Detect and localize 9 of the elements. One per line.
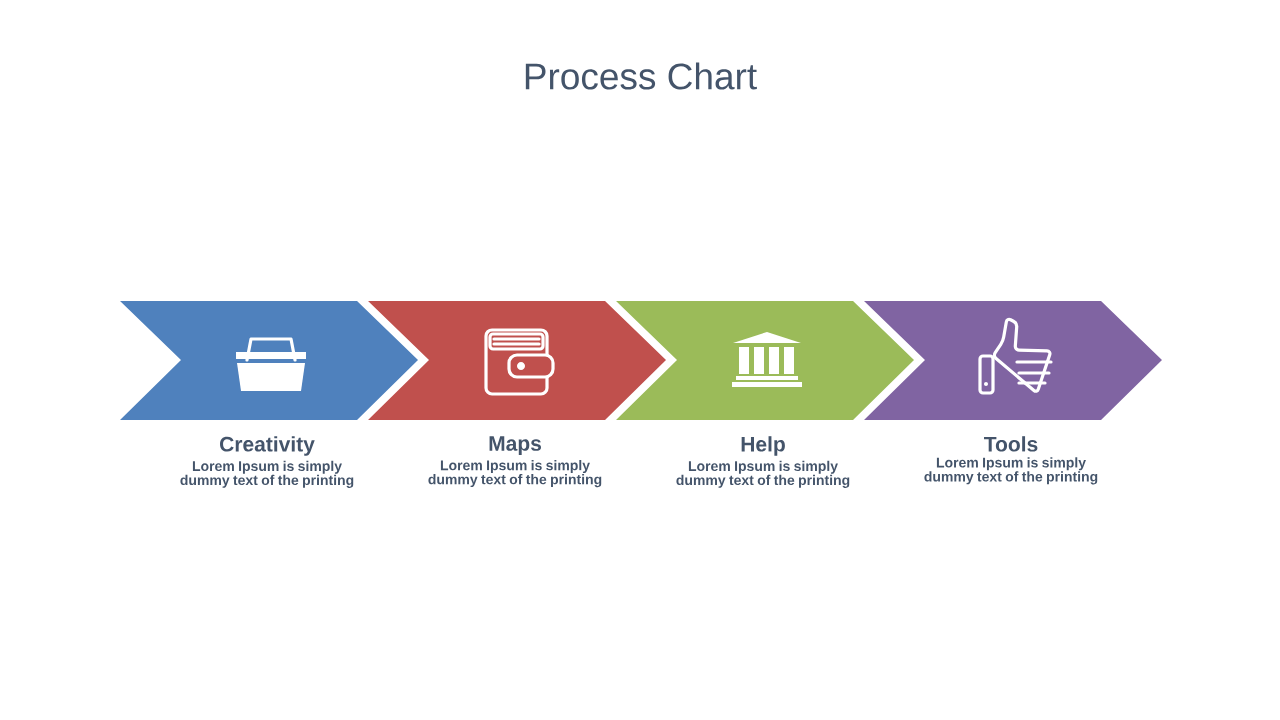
step-heading: Maps <box>489 436 541 455</box>
step-heading: Creativity <box>220 436 315 456</box>
step-heading: Tools <box>984 436 1038 452</box>
step-description: Lorem Ipsum is simply dummy text of the printing <box>676 460 850 488</box>
step-description: Lorem Ipsum is simply dummy text of the printing <box>428 460 602 488</box>
step-description: Lorem Ipsum is simply dummy text of the printing <box>924 457 1098 485</box>
step-heading: Help <box>741 436 785 456</box>
step-description: Lorem Ipsum is simply dummy text of the printing <box>180 460 354 488</box>
title: Process Chart <box>525 62 757 90</box>
